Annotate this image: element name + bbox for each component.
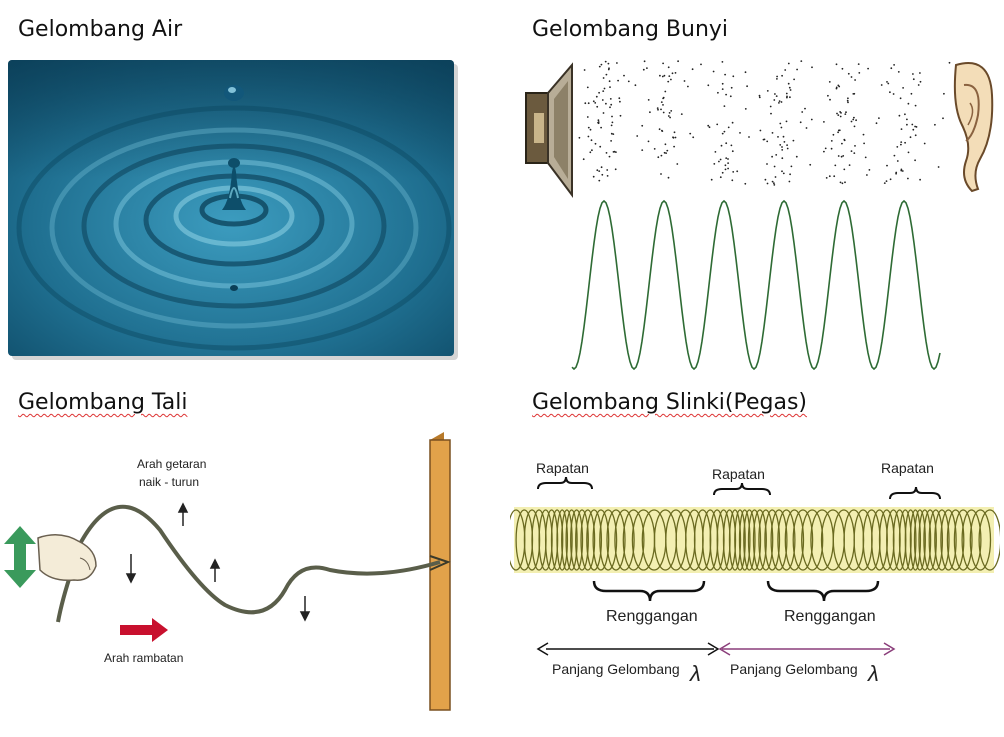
slinky-wave-title: Gelombang Slinki(Pegas) (532, 390, 808, 415)
water-wave-title: Gelombang Air (18, 17, 183, 42)
air-particles (578, 60, 951, 186)
compression-brace (713, 482, 771, 496)
slinky-wave-diagram: Rapatan Rapatan Rapatan Renggangan Rengg… (510, 460, 1000, 686)
rope (68, 504, 441, 615)
compression-label: Rapatan (712, 466, 765, 482)
wavelength-label: Panjang Gelombang (730, 661, 858, 677)
wavelength-arrow-1 (536, 642, 720, 656)
wooden-post (429, 432, 451, 711)
up-arrow-icon (209, 558, 221, 582)
hand-icon (37, 534, 97, 582)
vibration-label-1: Arah getaran (137, 457, 206, 471)
up-arrow-icon (177, 502, 189, 526)
sound-wave-diagram (525, 60, 994, 371)
down-arrow-icon (299, 596, 311, 622)
compression-brace (889, 486, 941, 500)
rope-wave-title: Gelombang Tali (18, 390, 188, 415)
wavelength-arrow-2 (718, 642, 896, 656)
sine-wave (571, 199, 941, 371)
compression-brace (537, 476, 593, 490)
wavelength-label: Panjang Gelombang (552, 661, 680, 677)
lambda-symbol: λ (689, 661, 701, 686)
rarefaction-brace (592, 580, 706, 602)
rarefaction-label: Renggangan (784, 608, 876, 625)
rarefaction-brace (766, 580, 880, 602)
propagation-label: Arah rambatan (104, 651, 183, 665)
lambda-symbol: λ (867, 661, 879, 686)
rope-wave-diagram: Arah getaran naik - turun Arah rambatan (4, 432, 451, 711)
slinky-coils (510, 509, 1000, 571)
sound-wave-title: Gelombang Bunyi (532, 17, 729, 42)
speaker-icon (525, 62, 573, 198)
propagation-arrow (120, 618, 168, 642)
down-arrow-icon (125, 554, 137, 584)
rarefaction-label: Renggangan (606, 608, 698, 625)
vibration-label-2: naik - turun (139, 475, 199, 489)
water-ripple-image (8, 60, 458, 360)
ear-icon (953, 62, 994, 193)
vibration-double-arrow-icon (4, 526, 36, 588)
compression-label: Rapatan (536, 460, 589, 476)
compression-label: Rapatan (881, 460, 934, 476)
